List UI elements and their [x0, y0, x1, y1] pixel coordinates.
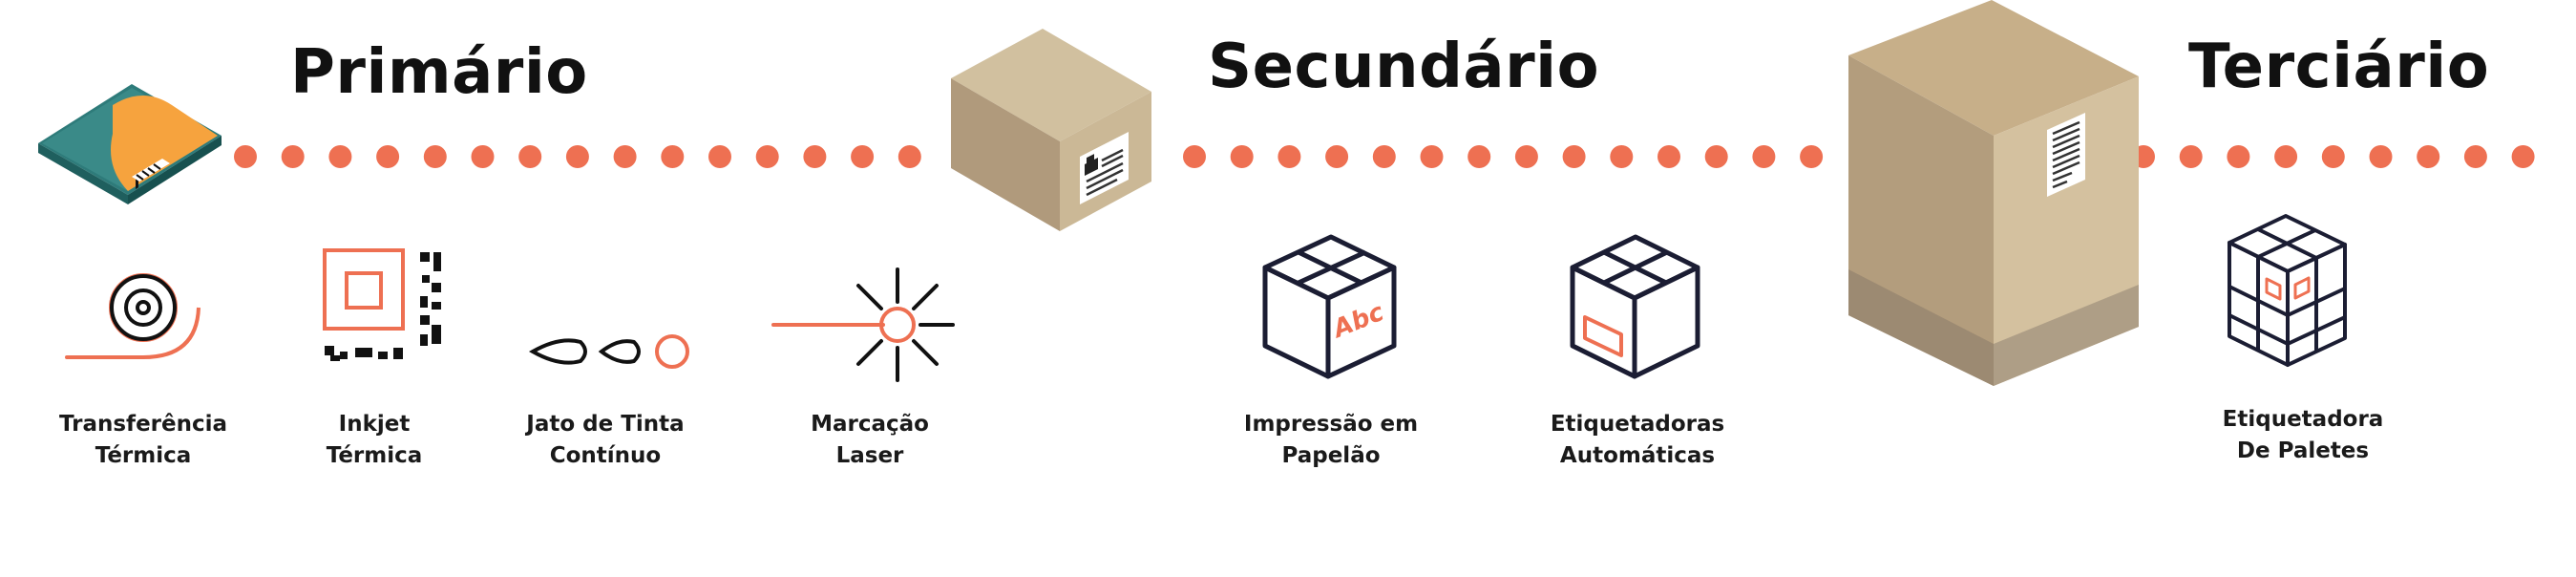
box-icon-abc-text: Abc [1327, 298, 1388, 345]
heading-primary: Primário [290, 37, 588, 108]
label-pallet-labeler: Etiquetadora De Paletes [2188, 404, 2418, 467]
pallet-stack-icon [2228, 214, 2347, 367]
timeline-dot [1230, 145, 1254, 168]
label-line: Impressão em [1243, 412, 1419, 437]
label-line: Térmica [95, 443, 192, 468]
timeline-dot [281, 145, 305, 168]
timeline-dot [2463, 145, 2487, 168]
timeline-dot [613, 145, 637, 168]
label-line: Jato de Tinta [526, 412, 685, 437]
heading-tertiary: Terciário [2188, 32, 2490, 102]
timeline-dot [897, 145, 921, 168]
timeline-dot [518, 145, 542, 168]
label-line: Etiquetadora [2222, 407, 2384, 432]
tertiary-box-illustration [1848, 0, 2139, 386]
timeline-dot [1183, 145, 1206, 168]
secondary-box-illustration [951, 29, 1151, 231]
timeline-dot [1420, 145, 1444, 168]
label-continuous-inkjet: Jato de Tinta Contínuo [491, 409, 720, 472]
timeline-dot [2417, 145, 2440, 168]
timeline-dot [1325, 145, 1349, 168]
timeline-dot [2274, 145, 2298, 168]
label-line: Térmica [326, 443, 423, 468]
timeline-dot [328, 145, 352, 168]
label-automatic-labelers: Etiquetadoras Automáticas [1523, 409, 1752, 472]
timeline-dot [423, 145, 447, 168]
label-line: Marcação [811, 412, 929, 437]
timeline-dot [708, 145, 731, 168]
timeline-dot [1800, 145, 1824, 168]
timeline-dot [2369, 145, 2393, 168]
thermal-transfer-ribbon-icon [65, 273, 201, 359]
label-line: Inkjet [338, 412, 411, 437]
timeline-dot [1610, 145, 1634, 168]
timeline-dot [755, 145, 779, 168]
timeline-dot [1658, 145, 1680, 168]
timeline-dot [1277, 145, 1301, 168]
timeline-dot [376, 145, 400, 168]
dotted-timeline [234, 145, 2535, 168]
timeline-dot [1467, 145, 1491, 168]
label-line: Papelão [1281, 443, 1381, 468]
timeline-dot [1562, 145, 1586, 168]
timeline-dot [234, 145, 257, 168]
timeline-dot [1704, 145, 1728, 168]
label-laser-marking: Marcação Laser [755, 409, 984, 472]
heading-secondary: Secundário [1208, 32, 1600, 102]
timeline-dot [2179, 145, 2203, 168]
label-line: Automáticas [1559, 443, 1716, 468]
laser-beam-icon [771, 267, 955, 382]
timeline-dot [565, 145, 589, 168]
ink-drops-icon [528, 334, 689, 369]
timeline-dot [2321, 145, 2345, 168]
timeline-dot [851, 145, 875, 168]
timeline-dot [1372, 145, 1396, 168]
label-box-printing: Impressão em Papelão [1216, 409, 1446, 472]
label-line: De Paletes [2236, 438, 2370, 463]
label-line: Etiquetadoras [1550, 412, 1725, 437]
label-thermal-transfer: Transferência Térmica [29, 409, 258, 472]
label-line: Contínuo [549, 443, 662, 468]
timeline-dot [661, 145, 685, 168]
timeline-dot [803, 145, 827, 168]
primary-package-illustration [38, 84, 222, 204]
label-thermal-inkjet: Inkjet Térmica [260, 409, 489, 472]
thermal-inkjet-code-icon [323, 248, 441, 361]
timeline-dot [2511, 145, 2535, 168]
label-line: Transferência [58, 412, 228, 437]
label-line: Laser [835, 443, 904, 468]
timeline-dot [1514, 145, 1538, 168]
timeline-dot [1752, 145, 1776, 168]
timeline-dot [471, 145, 495, 168]
labelled-box-icon [1570, 234, 1700, 379]
timeline-dot [2227, 145, 2250, 168]
printed-box-icon: Abc [1262, 234, 1397, 379]
